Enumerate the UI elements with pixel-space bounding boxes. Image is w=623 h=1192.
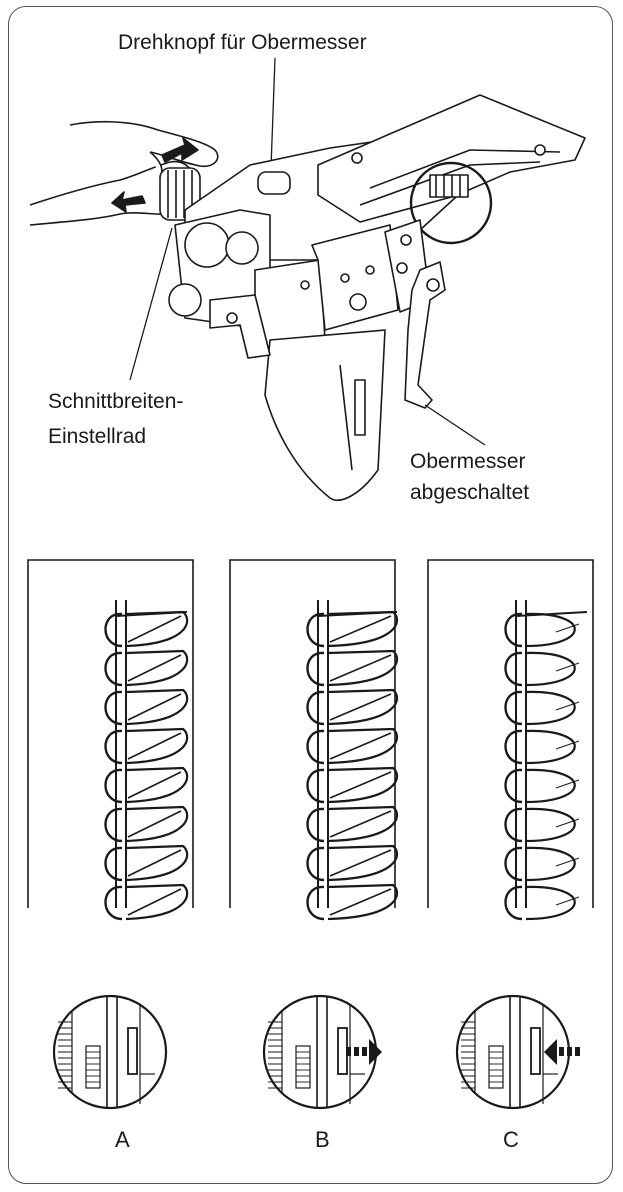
machine-illustration [29,94,586,501]
magnifier-c [455,994,580,1110]
arrow-right-icon [346,1039,382,1065]
panel-letter-c: C [503,1127,519,1152]
arrow-left-icon [544,1039,580,1065]
stitch-panel-a [27,559,194,921]
figure-frame [8,6,613,1184]
panel-letter-b: B [315,1127,330,1152]
leader-width-dial [129,227,173,381]
label-knife-off-1: Obermesser [410,450,526,473]
hand-icon [29,120,219,226]
overlock-loops [504,611,588,921]
panel-letter-a: A [115,1127,130,1152]
label-width-dial-1: Schnittbreiten- [48,390,183,413]
magnifier-b [262,994,382,1110]
magnifier-panels: A B C [52,994,580,1152]
magnifier-a [52,994,168,1110]
overlock-loops [306,610,399,921]
stitch-panel-b [229,559,399,921]
stitch-panels [27,559,594,921]
label-knife-off-2: abgeschaltet [410,481,529,504]
label-width-dial-2: Einstellrad [48,425,146,448]
leader-knife-off [424,404,486,446]
stitch-panel-c [427,559,594,921]
overlock-loops [104,610,189,921]
leader-top-knob [270,57,276,169]
label-top-knob: Drehknopf für Obermesser [118,31,367,54]
